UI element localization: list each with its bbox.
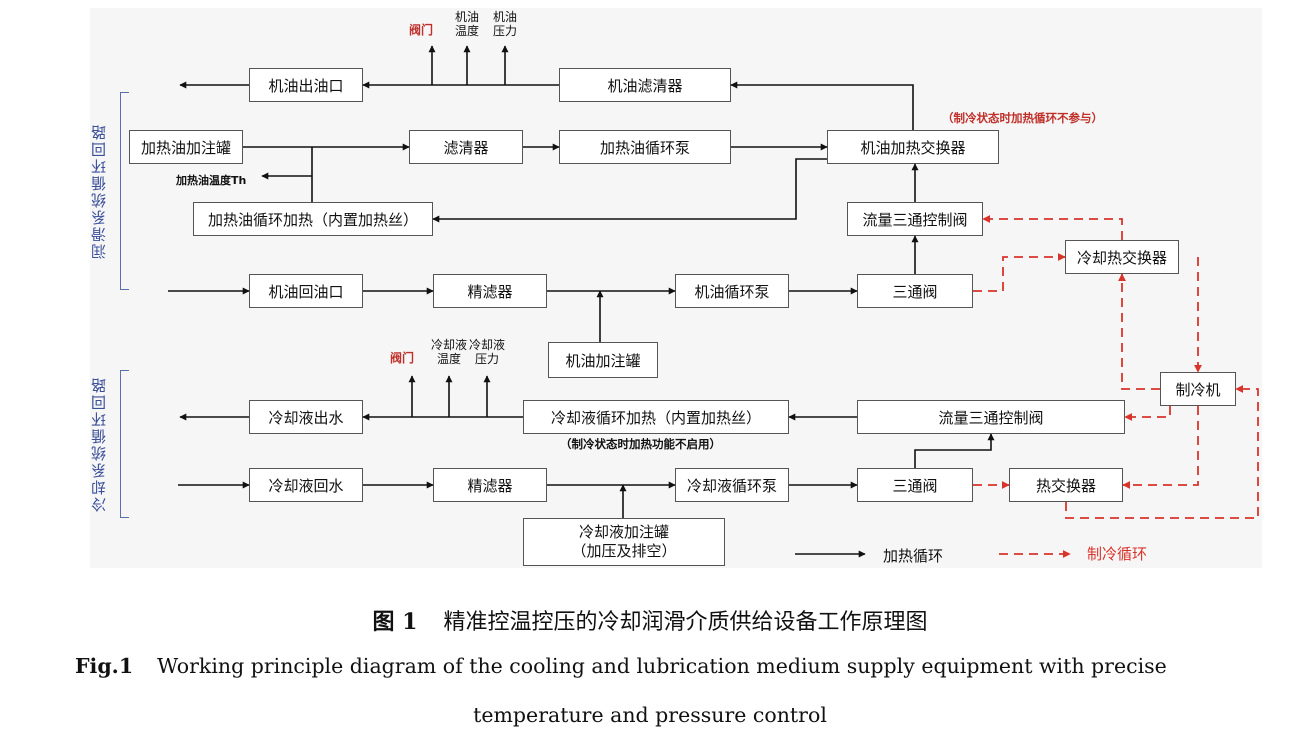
three-way-valve-top-box: 三通阀 <box>857 274 973 308</box>
line-exchanger-to-flow-valve-top <box>982 215 1123 240</box>
coolant-outlet-box: 冷却液出水 <box>249 400 363 434</box>
coolant-temp-label-line2: 温度 <box>436 352 462 366</box>
coolant-pressure-label-line1: 冷却液 <box>468 338 506 352</box>
cooling-note-bottom: （制冷状态时加热功能不启用） <box>560 437 721 451</box>
coolant-fill-tank-line2: （加压及排空） <box>571 542 677 560</box>
flow-valve-top-box: 流量三通控制阀 <box>847 202 983 236</box>
oil-outlet-box: 机油出油口 <box>249 68 363 102</box>
line-heat-exchanger-loop <box>1065 385 1259 519</box>
coolant-pressure-label-line2: 压力 <box>474 352 500 366</box>
line-three-way-to-cooling-exchanger <box>973 253 1066 292</box>
flow-valve-bottom-box: 流量三通控制阀 <box>857 400 1125 434</box>
flow-diagram: 润滑系统循环回路 冷却系统循环回路 机油出油口 机油滤清器 加热油加注罐 滤清器… <box>90 8 1262 568</box>
line-three-way-to-flow-valve-bottom <box>914 433 995 468</box>
coolant-pump-box: 冷却液循环泵 <box>675 468 789 502</box>
valve-bottom-label: 阀门 <box>389 351 415 365</box>
legend-cooling-label: 制冷循环 <box>1087 545 1148 563</box>
coolant-pressure-label: 冷却液 压力 <box>469 338 505 366</box>
filter-box: 滤清器 <box>409 130 523 164</box>
valve-top-label: 阀门 <box>408 23 434 37</box>
oil-heat-exchanger-box: 机油加热交换器 <box>827 130 999 164</box>
caption-en-line1: Fig.1 Working principle diagram of the co… <box>75 654 1167 678</box>
oil-temp-label: 机油 温度 <box>455 10 479 38</box>
cooling-note-top: （制冷状态时加热循环不参与） <box>942 111 1103 125</box>
oil-temp-label-line1: 机油 <box>454 10 480 24</box>
lubrication-bracket <box>120 92 129 290</box>
coolant-temp-label: 冷却液 温度 <box>431 338 467 366</box>
line-exchanger-to-oil-filter <box>730 81 914 130</box>
caption-cn: 图 1 精准控温控压的冷却润滑介质供给设备工作原理图 <box>0 604 1300 636</box>
cooling-heat-exchanger-box: 冷却热交换器 <box>1065 240 1179 274</box>
line-chiller-to-heat-exchanger <box>1122 406 1199 489</box>
heat-oil-temp-label: 加热油温度Th <box>176 174 247 187</box>
oil-pressure-label: 机油 压力 <box>493 10 517 38</box>
heat-exchanger-box: 热交换器 <box>1009 468 1123 502</box>
oil-pressure-label-line2: 压力 <box>492 24 518 38</box>
heat-oil-tank-box: 加热油加注罐 <box>129 130 243 164</box>
line-chiller-to-cooling-exchanger <box>1118 273 1160 390</box>
oil-pressure-label-line1: 机油 <box>492 10 518 24</box>
heat-oil-heater-box: 加热油循环加热（内置加热丝） <box>193 202 433 236</box>
oil-fill-tank-box: 机油加注罐 <box>548 342 658 378</box>
coolant-fill-tank-line1: 冷却液加注罐 <box>578 523 669 541</box>
line-chiller-to-flow-valve-bottom <box>1124 406 1171 421</box>
legend-heating-label: 加热循环 <box>883 547 944 565</box>
oil-filter-box: 机油滤清器 <box>559 68 731 102</box>
coolant-fill-tank-box: 冷却液加注罐 （加压及排空） <box>523 518 725 566</box>
caption-en-label: Fig.1 <box>75 654 134 678</box>
three-way-valve-bottom-box: 三通阀 <box>857 468 973 502</box>
chiller-box: 制冷机 <box>1160 372 1236 406</box>
coolant-bracket <box>120 370 129 518</box>
caption-cn-label: 图 1 <box>372 609 418 635</box>
oil-pump-box: 机油循环泵 <box>675 274 789 308</box>
caption-cn-text: 精准控温控压的冷却润滑介质供给设备工作原理图 <box>443 610 928 635</box>
connection-lines <box>168 45 1259 558</box>
coolant-return-box: 冷却液回水 <box>249 468 363 502</box>
fine-filter-top-box: 精滤器 <box>433 274 547 308</box>
caption-en-text-1: Working principle diagram of the cooling… <box>157 654 1167 678</box>
heat-oil-pump-box: 加热油循环泵 <box>559 130 731 164</box>
coolant-temp-label-line1: 冷却液 <box>430 338 468 352</box>
caption-en-line2: temperature and pressure control <box>473 703 827 727</box>
fine-filter-bottom-box: 精滤器 <box>433 468 547 502</box>
line-exchanger-to-heater <box>432 158 827 223</box>
coolant-heater-box: 冷却液循环加热（内置加热丝） <box>523 400 789 434</box>
oil-temp-label-line2: 温度 <box>454 24 480 38</box>
